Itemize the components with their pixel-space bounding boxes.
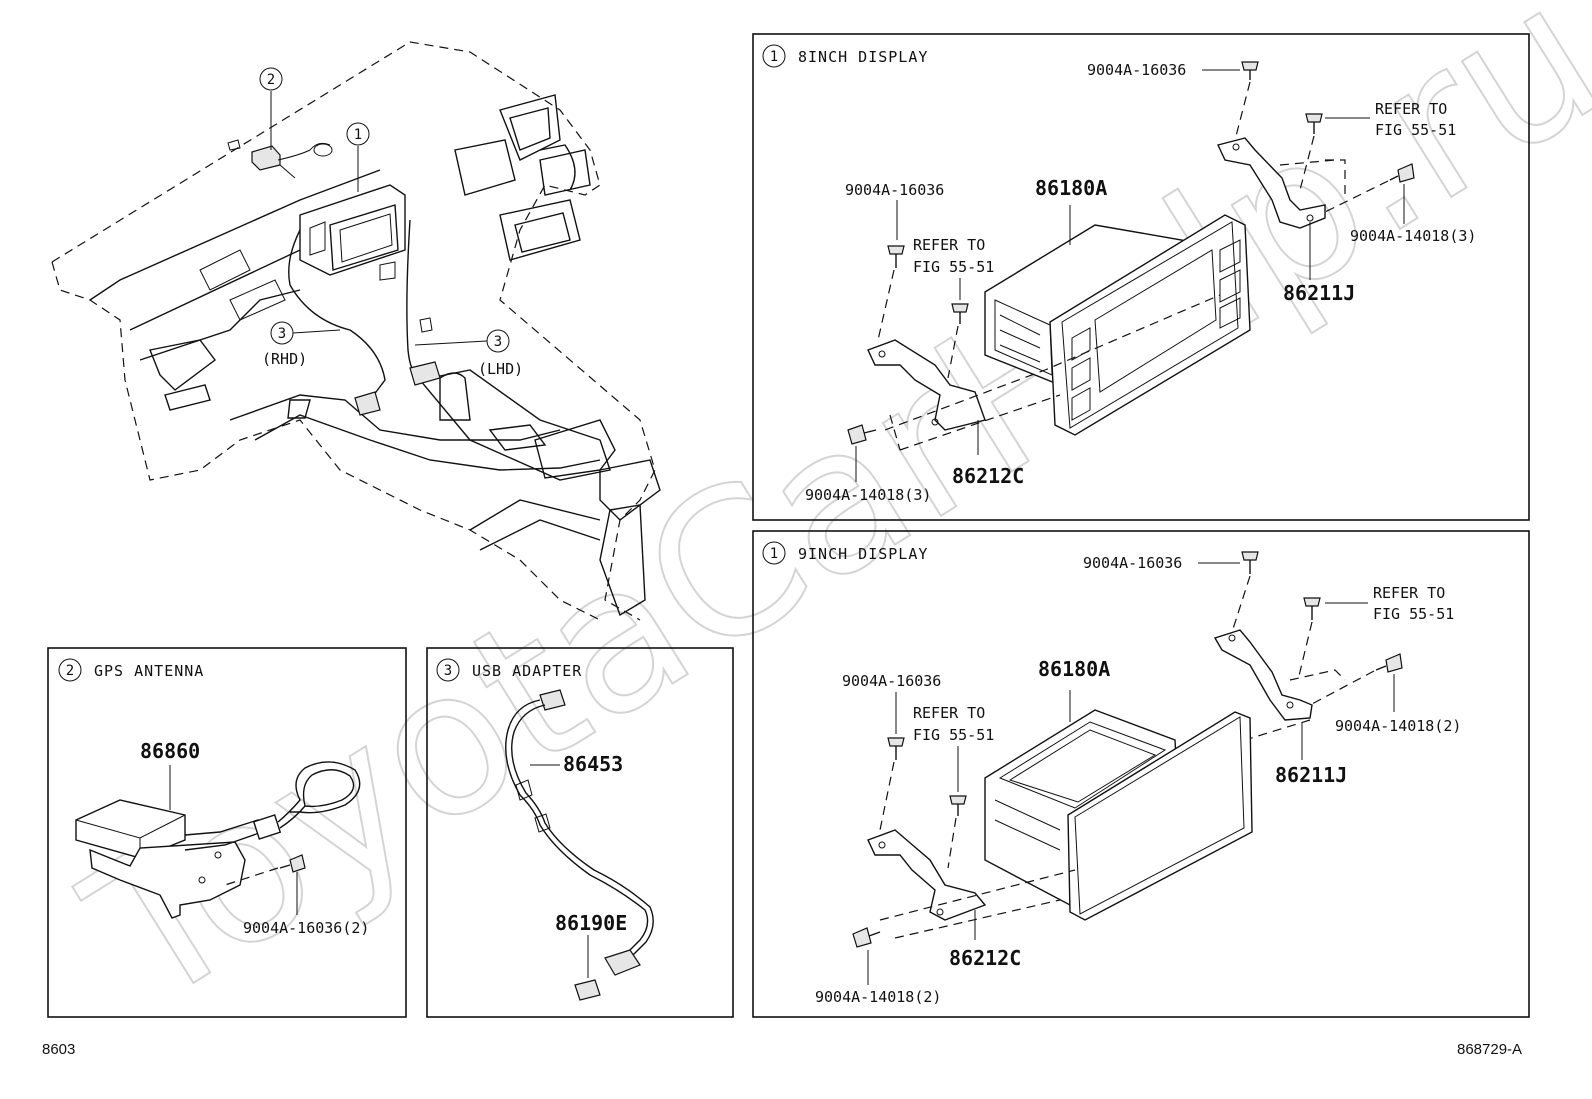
gps-antenna-box	[75, 799, 186, 859]
gps-bracket	[89, 841, 246, 919]
panel-usb-title: USB ADAPTER	[472, 662, 582, 680]
gps-part-label: 86860	[140, 739, 200, 763]
p9-bracket-left	[867, 829, 987, 921]
p8-screw-refer-icon	[1305, 113, 1323, 123]
panel-8inch-title: 8INCH DISPLAY	[798, 48, 928, 66]
rhd-label: (RHD)	[262, 350, 307, 368]
panel-8inch-display: 1 8INCH DISPLAY 9004A-16036 REFER TO FIG…	[752, 33, 1530, 521]
p8-screw-refer-left-icon	[951, 303, 969, 313]
p8-refer-left-1: REFER TO	[913, 236, 985, 254]
panel-8inch-number: 1	[770, 49, 778, 65]
p9-screw-right-label: 9004A-14018(2)	[1335, 717, 1461, 735]
p8-refer-right-1: REFER TO	[1375, 100, 1447, 118]
p9-screw-left-top-icon	[887, 737, 905, 747]
callout-3-lhd: 3	[494, 334, 502, 350]
p9-refer-right-1: REFER TO	[1373, 584, 1445, 602]
panel-9inch-number: 1	[770, 546, 778, 562]
p9-screw-right-icon	[1385, 653, 1403, 673]
panel-usb-adapter: 3 USB ADAPTER 86453 86190E	[426, 647, 734, 1018]
usb-cable-label: 86453	[563, 752, 623, 776]
p9-refer-right-2: FIG 55-51	[1373, 605, 1454, 623]
p8-refer-left-2: FIG 55-51	[913, 258, 994, 276]
panel-gps-frame	[47, 647, 407, 1018]
p8-screw-left-top-label: 9004A-16036	[845, 181, 944, 199]
p8-bracket-left-label: 86212C	[952, 464, 1024, 488]
footer-left-code: 8603	[42, 1041, 75, 1058]
panel-9inch-frame	[752, 530, 1530, 1018]
p9-refer-left-1: REFER TO	[913, 704, 985, 722]
gps-screw-icon	[289, 854, 306, 873]
panel-usb-frame	[426, 647, 734, 1018]
p8-screw-top-icon	[1241, 61, 1259, 71]
p8-screw-right-label: 9004A-14018(3)	[1350, 227, 1476, 245]
p9-screw-refer-icon	[1303, 597, 1321, 607]
p9-display-panel	[1067, 711, 1253, 921]
panel-9inch-display: 1 9INCH DISPLAY 9004A-16036 REFER TO FIG…	[752, 530, 1530, 1018]
usb-adapter-icon	[574, 979, 601, 1001]
p9-bracket-right-label: 86211J	[1275, 763, 1347, 787]
panel-8inch-frame	[752, 33, 1530, 521]
p9-bracket-right	[1213, 629, 1313, 721]
panel-gps-title: GPS ANTENNA	[94, 662, 204, 680]
p8-bracket-left	[867, 339, 986, 431]
p8-display-screen	[1094, 249, 1217, 393]
usb-adapter-label: 86190E	[555, 911, 627, 935]
panel-gps-number: 2	[66, 663, 74, 679]
p8-screw-bottom-label: 9004A-14018(3)	[805, 486, 931, 504]
panel-gps-antenna: 2 GPS ANTENNA 86860 9004A-16036(2)	[47, 647, 407, 1018]
callout-1-overview: 1	[354, 127, 362, 143]
p8-screw-top-label: 9004A-16036	[1087, 61, 1186, 79]
p9-screw-top-label: 9004A-16036	[1083, 554, 1182, 572]
panel-usb-number: 3	[444, 663, 452, 679]
gps-screw-label: 9004A-16036(2)	[243, 919, 369, 937]
footer-right-code: 868729-A	[1457, 1041, 1522, 1058]
p9-screw-bottom-icon	[852, 927, 872, 948]
p8-screw-right-icon	[1397, 163, 1415, 183]
panel-9inch-title: 9INCH DISPLAY	[798, 545, 928, 563]
callout-2-overview: 2	[267, 72, 275, 88]
dashboard-overview: 2 1 3 (RHD) 3 (LHD)	[51, 41, 661, 621]
p8-refer-right-2: FIG 55-51	[1375, 121, 1456, 139]
p8-screw-bottom-icon	[847, 424, 867, 445]
p8-screw-left-top-icon	[887, 245, 905, 255]
p9-screw-left-top-label: 9004A-16036	[842, 672, 941, 690]
p8-bracket-right-label: 86211J	[1283, 281, 1355, 305]
p9-screw-bottom-label: 9004A-14018(2)	[815, 988, 941, 1006]
callout-3-rhd: 3	[278, 326, 286, 342]
p9-unit-label: 86180A	[1038, 657, 1110, 681]
usb-bottom-connector	[604, 949, 641, 976]
p9-screw-top-icon	[1241, 551, 1259, 561]
p9-refer-left-2: FIG 55-51	[913, 726, 994, 744]
p8-bracket-right	[1217, 137, 1326, 229]
gps-connector	[252, 814, 282, 840]
p8-unit-label: 86180A	[1035, 176, 1107, 200]
p9-bracket-left-label: 86212C	[949, 946, 1021, 970]
lhd-label: (LHD)	[478, 360, 523, 378]
watermark-text: ToyotaCarHelp.ru	[51, 0, 1592, 1051]
p9-screw-refer-left-icon	[949, 795, 967, 805]
